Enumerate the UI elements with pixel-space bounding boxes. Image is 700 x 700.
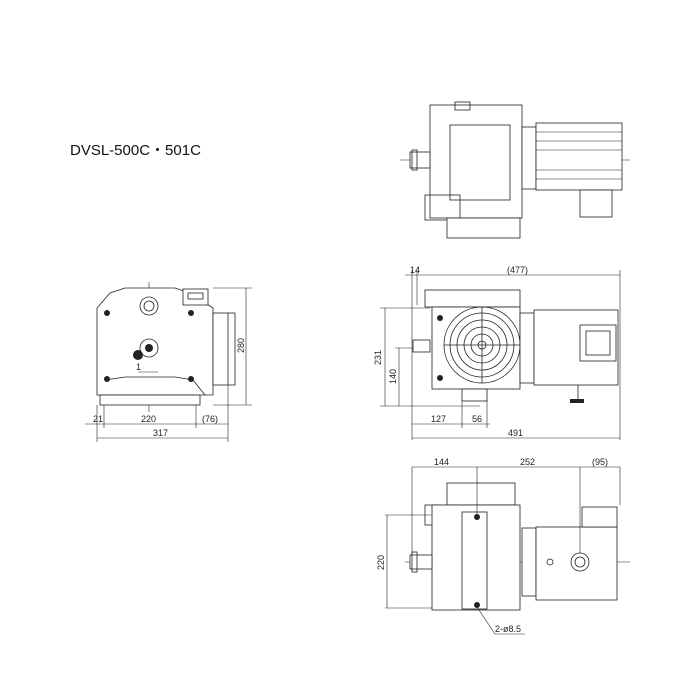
model-title: DVSL-500C・501C — [70, 142, 201, 159]
dim-base-220: 220 — [141, 414, 156, 424]
dim-95: (95) — [592, 457, 608, 467]
dim-tilt-1: 1 — [136, 362, 141, 372]
top-view — [400, 101, 630, 239]
dim-base-width-56: 56 — [472, 414, 482, 424]
dim-length-ref-477: (477) — [507, 265, 528, 275]
side-view: 14 (477) 231 140 127 56 491 — [373, 265, 621, 440]
dim-height-231: 231 — [373, 350, 383, 365]
dim-width-317: 317 — [153, 428, 168, 438]
dim-base-pos-127: 127 — [431, 414, 446, 424]
dim-height-280: 280 — [236, 338, 246, 353]
mounting-holes-label: 2-ø8.5 — [495, 624, 521, 634]
dim-144: 144 — [434, 457, 449, 467]
dim-extra-76: (76) — [202, 414, 218, 424]
dim-depth-220: 220 — [376, 555, 386, 570]
bottom-view: 144 252 (95) 220 2-ø8.5 — [376, 457, 630, 635]
dim-252: 252 — [520, 457, 535, 467]
front-view: 280 21 220 (76) 317 1 — [85, 282, 252, 442]
dim-length-491: 491 — [508, 428, 523, 438]
dim-port-height-140: 140 — [388, 369, 398, 384]
dim-offset-21: 21 — [93, 414, 103, 424]
dim-left-14: 14 — [410, 265, 420, 275]
